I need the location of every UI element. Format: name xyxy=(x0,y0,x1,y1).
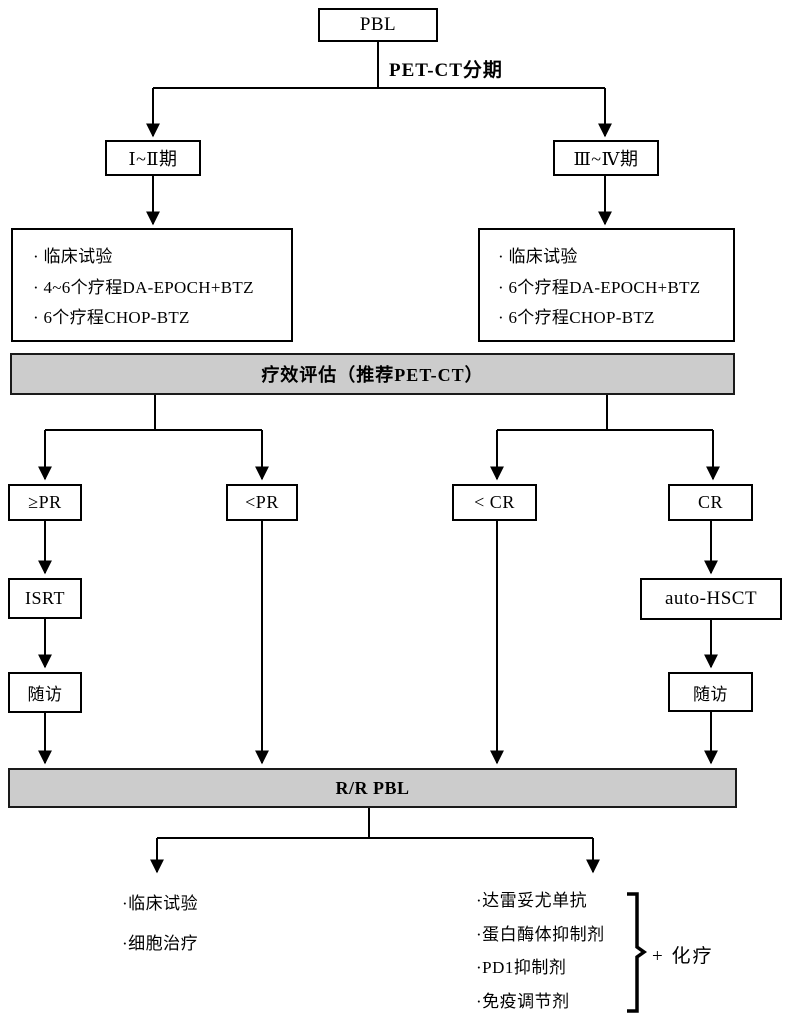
relapse-bar-label: R/R PBL xyxy=(335,777,410,798)
treatment-early-item: · 4~6个疗程DA-EPOCH+BTZ xyxy=(33,277,254,297)
cr-label: CR xyxy=(697,492,723,512)
followup-late-label: 随访 xyxy=(693,684,728,704)
relapse-left-list: ·临床试验 ·细胞治疗 xyxy=(122,884,198,964)
relapse-bar: R/R PBL xyxy=(8,768,737,808)
auto-hsct-label: auto-HSCT xyxy=(664,588,758,609)
relapse-right-item: ·蛋白酶体抑制剂 xyxy=(476,924,605,944)
followup-early-label: 随访 xyxy=(27,685,63,704)
treatment-box-late: · 临床试验 · 6个疗程DA-EPOCH+BTZ · 6个疗程CHOP-BTZ xyxy=(478,228,735,342)
treatment-early-item: · 临床试验 xyxy=(33,246,113,266)
treatment-late-item: · 6个疗程CHOP-BTZ xyxy=(498,308,655,328)
treatment-box-early: · 临床试验 · 4~6个疗程DA-EPOCH+BTZ · 6个疗程CHOP-B… xyxy=(11,228,293,342)
treatment-late-item: · 6个疗程DA-EPOCH+BTZ xyxy=(498,277,701,297)
staging-label: PET-CT分期 xyxy=(389,60,503,81)
node-pbl-label: PBL xyxy=(359,14,397,35)
evaluation-bar: 疗效评估（推荐PET-CT） xyxy=(10,353,735,395)
combination-bracket xyxy=(627,892,648,1013)
relapse-left-item: ·临床试验 xyxy=(122,894,199,913)
node-isrt: ISRT xyxy=(8,578,82,619)
lt-pr-label: <PR xyxy=(245,492,279,512)
node-stage-early: Ⅰ~Ⅱ期 xyxy=(105,140,201,176)
node-pbl: PBL xyxy=(318,8,438,42)
node-auto-hsct: auto-HSCT xyxy=(640,578,782,620)
lt-cr-label: < CR xyxy=(474,492,515,512)
node-lt-cr: < CR xyxy=(452,484,537,521)
ge-pr-label: ≥PR xyxy=(28,492,62,512)
treatment-early-item: · 6个疗程CHOP-BTZ xyxy=(33,308,190,328)
isrt-label: ISRT xyxy=(25,588,65,608)
relapse-right-item: ·PD1抑制剂 xyxy=(476,958,567,977)
plus-chemotherapy-label: + 化疗 xyxy=(652,946,714,967)
relapse-right-item: ·免疫调节剂 xyxy=(476,991,570,1011)
node-followup-early: 随访 xyxy=(8,672,82,713)
node-lt-pr: <PR xyxy=(226,484,298,521)
evaluation-bar-label: 疗效评估（推荐PET-CT） xyxy=(261,365,484,385)
relapse-right-item: ·达雷妥尤单抗 xyxy=(476,891,588,910)
treatment-late-item: · 临床试验 xyxy=(498,246,578,266)
node-cr: CR xyxy=(668,484,753,521)
stage-early-label: Ⅰ~Ⅱ期 xyxy=(128,149,178,169)
node-followup-late: 随访 xyxy=(668,672,753,712)
relapse-right-list: ·达雷妥尤单抗 ·蛋白酶体抑制剂 ·PD1抑制剂 ·免疫调节剂 xyxy=(476,884,605,1017)
node-ge-pr: ≥PR xyxy=(8,484,82,521)
node-stage-late: Ⅲ~Ⅳ期 xyxy=(553,140,659,176)
stage-late-label: Ⅲ~Ⅳ期 xyxy=(573,149,639,169)
relapse-left-item: ·细胞治疗 xyxy=(122,934,199,953)
